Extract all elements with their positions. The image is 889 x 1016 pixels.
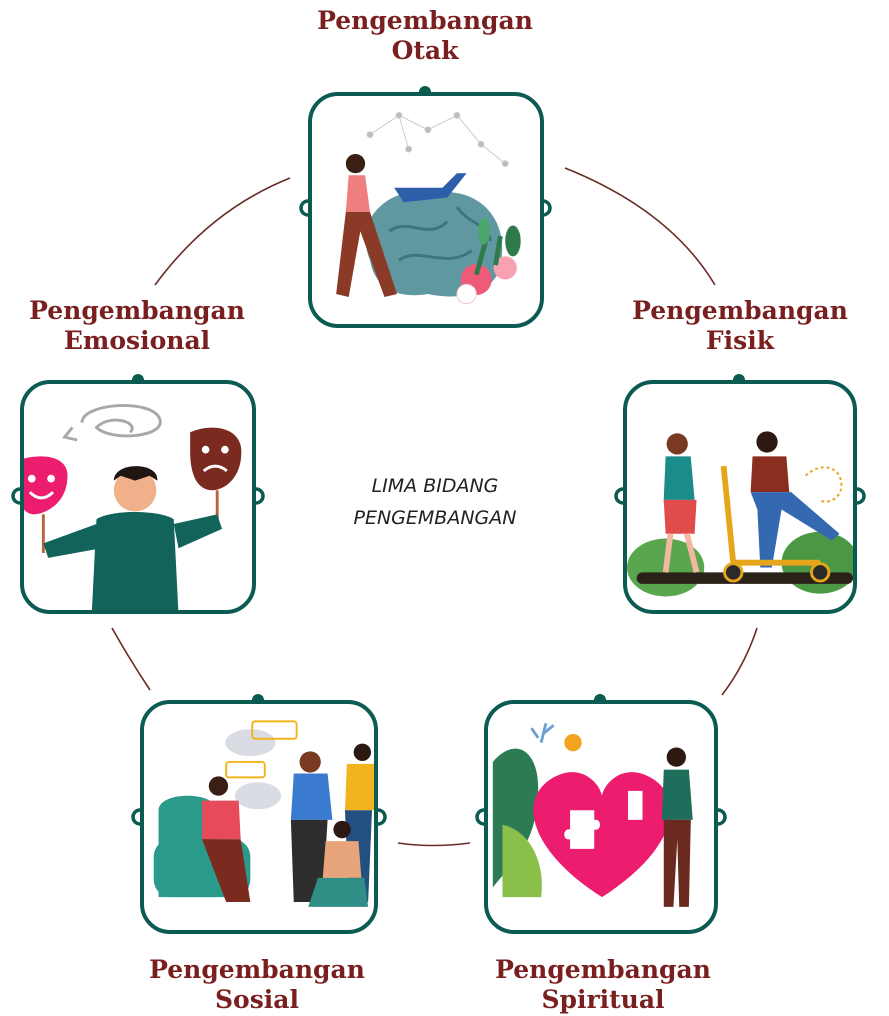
- brain-watering-illustration: [336, 111, 521, 305]
- label-spiritual: Pengembangan Spiritual: [478, 955, 728, 1015]
- arc-fisik-spiritual: [721, 627, 758, 696]
- heart-puzzle-illustration: [492, 722, 693, 907]
- card-spiritual: [484, 700, 718, 934]
- label-sosial: Pengembangan Sosial: [132, 955, 382, 1015]
- scooter-friends-illustration: [627, 431, 853, 597]
- card-sosial: [140, 700, 378, 934]
- card-otak: [308, 92, 544, 328]
- label-fisik-line1: Pengembangan: [632, 296, 848, 325]
- card-fisik: [623, 380, 857, 614]
- card-emosional: [20, 380, 256, 614]
- label-sosial-line1: Pengembangan: [149, 955, 365, 984]
- center-title-line1: LIMA BIDANG: [371, 475, 499, 497]
- label-spiritual-line1: Pengembangan: [495, 955, 711, 984]
- label-fisik-line2: Fisik: [705, 326, 775, 355]
- label-otak: Pengembangan Otak: [300, 6, 550, 66]
- masks-illustration: [24, 404, 242, 610]
- arc-emosional-otak: [154, 177, 291, 286]
- label-emosional: Pengembangan Emosional: [12, 296, 262, 356]
- label-otak-line1: Pengembangan: [317, 6, 533, 35]
- label-spiritual-line2: Spiritual: [541, 985, 665, 1014]
- arc-otak-fisik: [564, 167, 716, 286]
- label-sosial-line2: Sosial: [215, 985, 299, 1014]
- arc-spiritual-sosial: [397, 842, 471, 847]
- center-title-line2: PENGEMBANGAN: [353, 507, 517, 529]
- label-otak-line2: Otak: [391, 36, 459, 65]
- label-fisik: Pengembangan Fisik: [615, 296, 865, 356]
- group-chat-illustration: [153, 720, 374, 907]
- center-title: LIMA BIDANG PENGEMBANGAN: [300, 470, 570, 534]
- label-emosional-line1: Pengembangan: [29, 296, 245, 325]
- arc-sosial-emosional: [111, 627, 151, 691]
- label-emosional-line2: Emosional: [63, 326, 211, 355]
